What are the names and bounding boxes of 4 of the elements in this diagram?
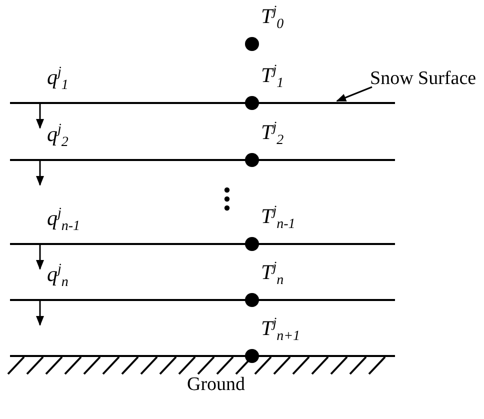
leader-line: [336, 86, 372, 102]
snow-surface-line: [10, 102, 395, 104]
ground-label: Ground: [187, 374, 246, 396]
snow-surface-label: Snow Surface: [370, 68, 476, 90]
